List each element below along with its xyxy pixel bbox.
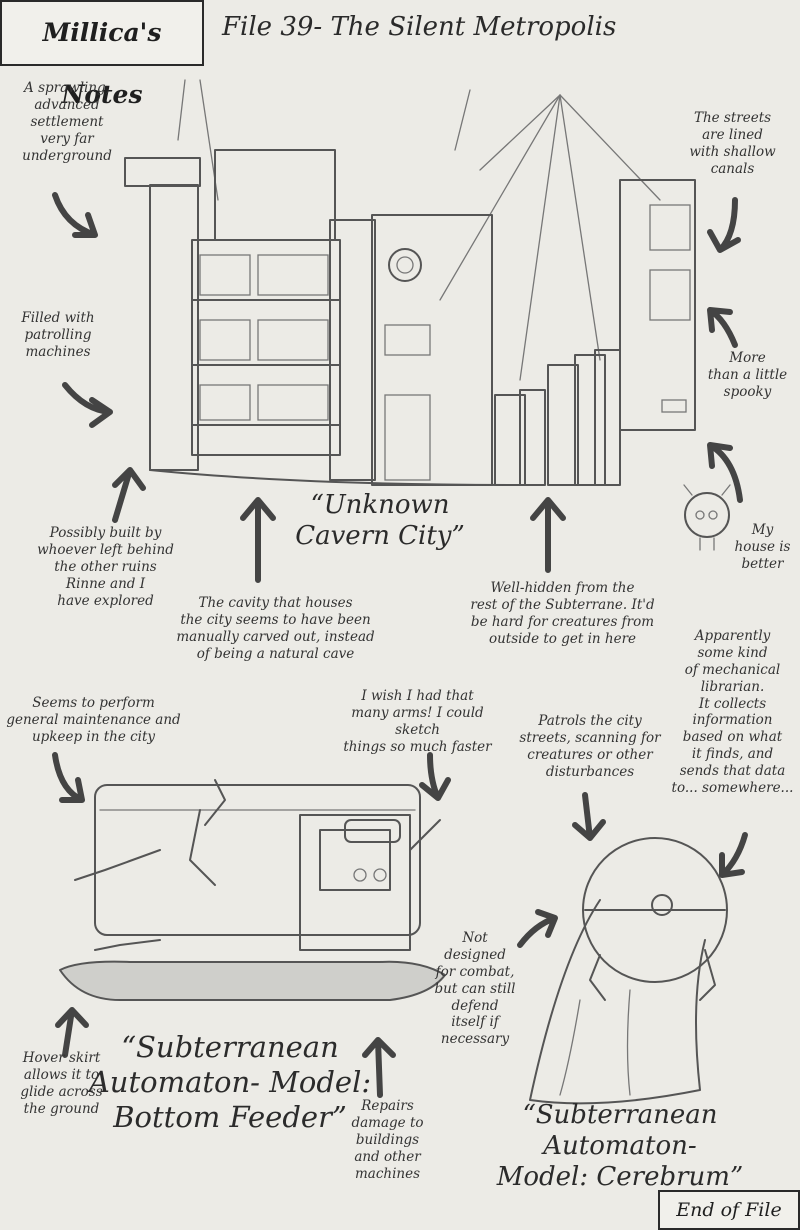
notebook-title-box: Millica's Notes xyxy=(0,0,204,109)
cerebrum-sketch xyxy=(529,837,728,1105)
annotation-arrows xyxy=(52,192,748,1098)
note-patrol: Filled with patrolling machines xyxy=(21,310,95,360)
note-hover: Hover skirt allows it to glide across th… xyxy=(20,1050,103,1117)
note-combat: Not designed for combat, but can still d… xyxy=(434,930,516,1048)
notebook-title: Millica's Notes xyxy=(42,18,162,109)
city-sketch xyxy=(124,149,696,486)
note-repairs: Repairs damage to buildings and other ma… xyxy=(351,1098,424,1182)
note-hidden: Well-hidden from the rest of the Subterr… xyxy=(470,580,655,647)
note-spooky: More than a little spooky xyxy=(707,350,788,400)
bottom-feeder-sketch xyxy=(59,779,446,1001)
end-of-file-label: End of File xyxy=(676,1199,782,1221)
file-title: File 39- The Silent Metropolis xyxy=(222,12,617,42)
note-canals: The streets are lined with shallow canal… xyxy=(689,110,776,177)
light-rays xyxy=(177,79,661,381)
note-maintenance: Seems to perform general maintenance and… xyxy=(6,695,181,745)
note-librarian: Apparently some kind of mechanical libra… xyxy=(671,628,794,796)
note-patrols: Patrols the city streets, scanning for c… xyxy=(519,713,661,780)
note-arms: I wish I had that many arms! I could ske… xyxy=(343,688,492,755)
note-settlement: A sprawling, advanced settlement very fa… xyxy=(22,80,112,164)
end-of-file-box: End of File xyxy=(658,1190,800,1230)
note-house: My house is better xyxy=(734,522,791,572)
bottom-feeder-name: “Subterranean Automaton- Model: Bottom F… xyxy=(88,1030,372,1134)
character-doodle xyxy=(683,484,731,551)
note-cavity: The cavity that houses the city seems to… xyxy=(176,595,375,662)
cerebrum-name: “Subterranean Automaton- Model: Cerebrum… xyxy=(496,1100,744,1193)
note-built-by: Possibly built by whoever left behind th… xyxy=(37,525,174,609)
city-name: “Unknown Cavern City” xyxy=(295,490,465,552)
